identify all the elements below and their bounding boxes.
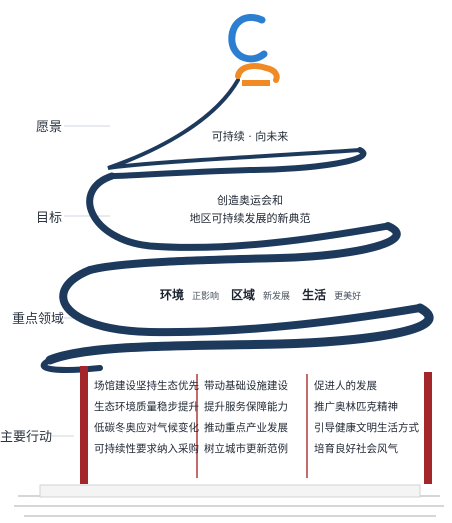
label-main-actions: 主要行动	[0, 430, 53, 445]
action-item: 带动基础设施建设	[204, 380, 288, 392]
goal-text-line-2: 地区可持续发展的新典范	[189, 212, 311, 225]
focus-areas-row: 环境正影响 区域新发展 生活更美好	[160, 286, 362, 303]
action-pillars	[80, 366, 432, 484]
action-item: 引导健康文明生活方式	[314, 422, 419, 434]
focus-environment: 环境	[160, 288, 185, 302]
goal-text-line-1: 创造奥运会和	[217, 194, 283, 207]
focus-region: 区域	[231, 288, 256, 302]
focus-life-sub: 更美好	[334, 292, 362, 302]
actions-column-region: 带动基础设施建设 提升服务保障能力 推动重点产业发展 树立城市更新范例	[204, 376, 288, 460]
action-item: 低碳冬奥应对气候变化	[94, 422, 199, 434]
action-item: 培育良好社会风气	[314, 443, 398, 455]
action-item: 推动重点产业发展	[204, 422, 288, 434]
action-item: 提升服务保障能力	[204, 401, 288, 413]
emblem-icon	[228, 14, 280, 86]
action-item: 推广奥林匹克精神	[314, 401, 398, 413]
base-steps	[14, 495, 444, 517]
label-vision: 愿景	[36, 120, 63, 135]
focus-region-sub: 新发展	[263, 292, 291, 302]
spiral-ribbon	[40, 78, 434, 373]
focus-environment-sub: 正影响	[192, 292, 220, 302]
actions-column-life: 促进人的发展 推广奥林匹克精神 引导健康文明生活方式 培育良好社会风气	[314, 376, 419, 460]
action-item: 可持续性要求纳入采购	[94, 443, 199, 455]
action-item: 生态环境质量稳步提升	[94, 401, 199, 413]
actions-column-environment: 场馆建设坚持生态优先 生态环境质量稳步提升 低碳冬奥应对气候变化 可持续性要求纳…	[94, 376, 199, 460]
action-item: 场馆建设坚持生态优先	[94, 380, 199, 392]
action-item: 促进人的发展	[314, 380, 377, 392]
label-focus-areas: 重点领域	[12, 312, 65, 327]
vision-text: 可持续 · 向未来	[211, 130, 289, 143]
action-item: 树立城市更新范例	[204, 443, 288, 455]
focus-life: 生活	[302, 288, 327, 302]
label-goal: 目标	[36, 211, 63, 226]
